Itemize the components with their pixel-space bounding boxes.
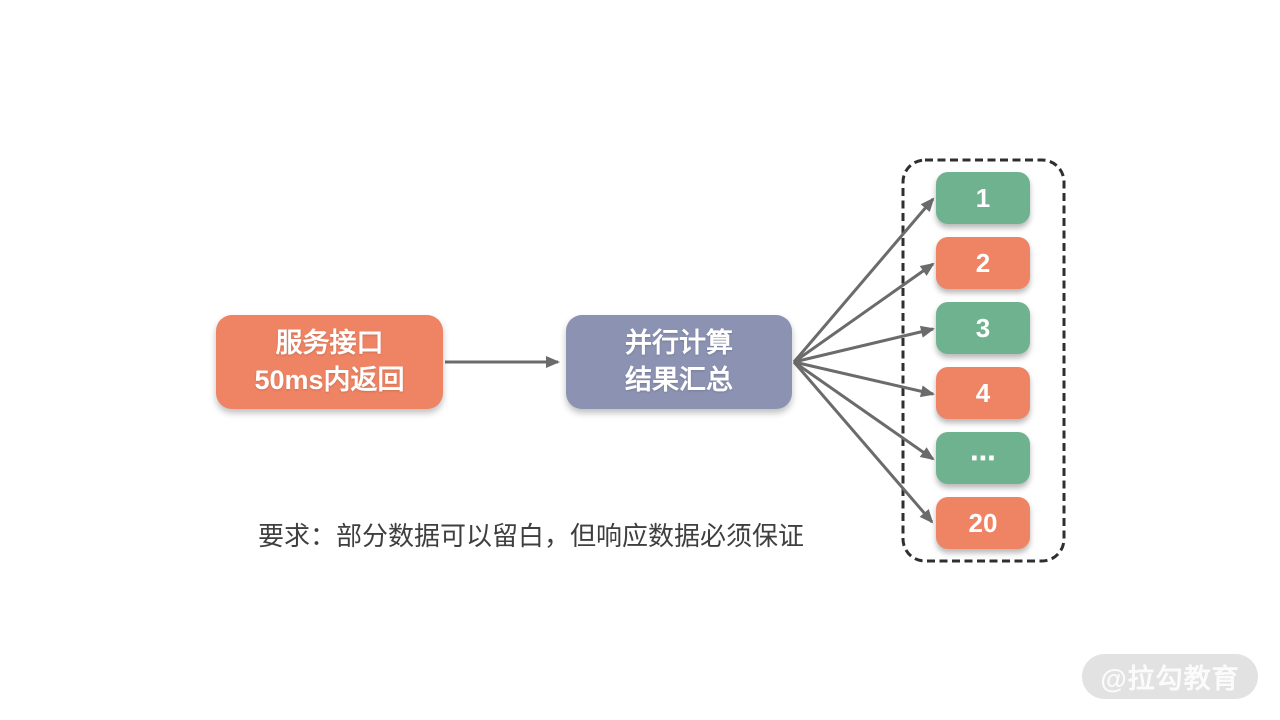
task-box-20: 20 xyxy=(936,497,1030,549)
compute-node-line1: 并行计算 xyxy=(625,328,733,358)
arrow-compute-to-task-ellipsis xyxy=(793,360,935,461)
arrow-compute-to-task-2 xyxy=(793,262,935,364)
arrow-compute-to-task-20 xyxy=(792,361,934,524)
arrow-compute-to-task-3 xyxy=(793,325,935,364)
parallel-compute-node: 并行计算 结果汇总 xyxy=(566,315,792,409)
service-node-line1: 服务接口 xyxy=(275,328,384,358)
task-box-2: 2 xyxy=(936,237,1030,289)
requirement-note: 要求：部分数据可以留白，但响应数据必须保证 xyxy=(258,521,805,551)
task-box-ellipsis: ⋯ xyxy=(936,432,1030,484)
service-node-line2: 50ms内返回 xyxy=(254,365,405,395)
arrow-compute-to-task-1 xyxy=(792,197,935,363)
watermark-badge: @拉勾教育 xyxy=(1082,654,1258,699)
compute-node-line2: 结果汇总 xyxy=(625,365,733,395)
service-interface-node: 服务接口 50ms内返回 xyxy=(216,315,443,409)
arrow-compute-to-task-4 xyxy=(793,360,935,398)
task-box-3: 3 xyxy=(936,302,1030,354)
task-box-4: 4 xyxy=(936,367,1030,419)
task-box-1: 1 xyxy=(936,172,1030,224)
